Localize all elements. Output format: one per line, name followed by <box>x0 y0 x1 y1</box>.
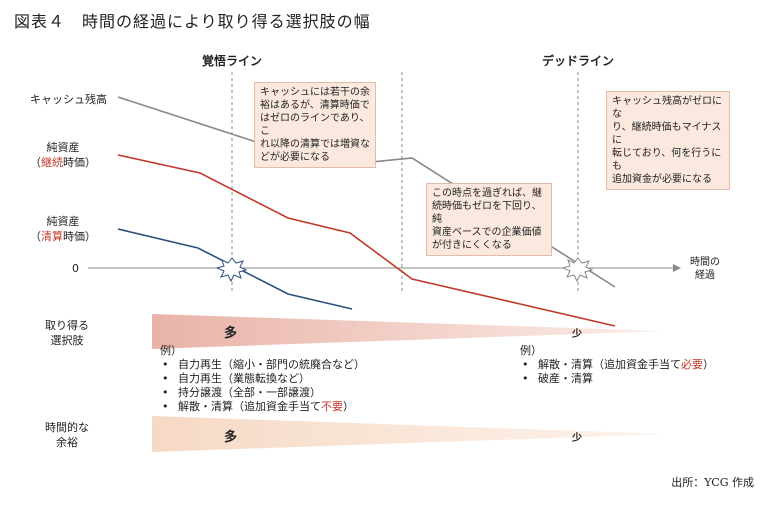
time-margin-triangle <box>152 416 668 452</box>
net-assets-going-line <box>117 154 616 327</box>
options-label: 取り得る 選択肢 <box>45 319 89 347</box>
burst-marker-right <box>561 257 594 283</box>
left-example-label: 例） <box>160 344 182 357</box>
time-axis-label: 時間の 経過 <box>690 257 720 281</box>
time-margin-few: 少 <box>572 433 582 444</box>
resolve-line-label: 覚悟ライン <box>201 54 262 68</box>
time-margin-label: 時間的な 余裕 <box>45 421 89 449</box>
list-item: 解散・清算（追加資金手当て不要） <box>160 400 365 414</box>
list-item: 自力再生（縮小・部門の統廃合など） <box>160 358 365 372</box>
net-assets-going-label: 純資産 （継続時価） <box>30 141 96 169</box>
options-many: 多 <box>224 326 238 341</box>
burst-marker-left <box>215 257 248 283</box>
list-item: 持分譲渡（全部・一部譲渡） <box>160 386 365 400</box>
dead-line-label: デッドライン <box>541 54 614 68</box>
list-item: 自力再生（業態転換など） <box>160 372 365 386</box>
list-item: 破産・清算 <box>520 372 714 386</box>
callout-right: キャッシュ残高がゼロになり、継続時価もマイナスに転じており、何を行うにも追加資金… <box>606 91 730 190</box>
source-note: 出所：YCG 作成 <box>671 476 754 489</box>
callout-middle: この時点を過ぎれば、継続時価もゼロを下回り、純資産ベースでの企業価値が付きにくく… <box>426 183 552 256</box>
left-examples-list: 例） 自力再生（縮小・部門の統廃合など） 自力再生（業態転換など） 持分譲渡（全… <box>160 344 365 414</box>
list-item: 解散・清算（追加資金手当て必要） <box>520 358 714 372</box>
time-margin-many: 多 <box>224 430 238 445</box>
cash-label: キャッシュ残高 <box>30 93 107 106</box>
net-assets-liquidation-label: 純資産 （清算時価） <box>30 215 96 243</box>
zero-label: 0 <box>72 262 79 275</box>
callout-left: キャッシュには若干の余裕はあるが、清算時価ではゼロのラインであり、これ以降の清算… <box>254 82 376 168</box>
options-few: 少 <box>572 329 582 340</box>
right-examples-list: 例） 解散・清算（追加資金手当て必要） 破産・清算 <box>520 344 714 386</box>
right-example-label: 例） <box>520 344 542 357</box>
options-triangle <box>152 314 665 349</box>
figure-title: 図表４ 時間の経過により取り得る選択肢の幅 <box>14 12 371 31</box>
